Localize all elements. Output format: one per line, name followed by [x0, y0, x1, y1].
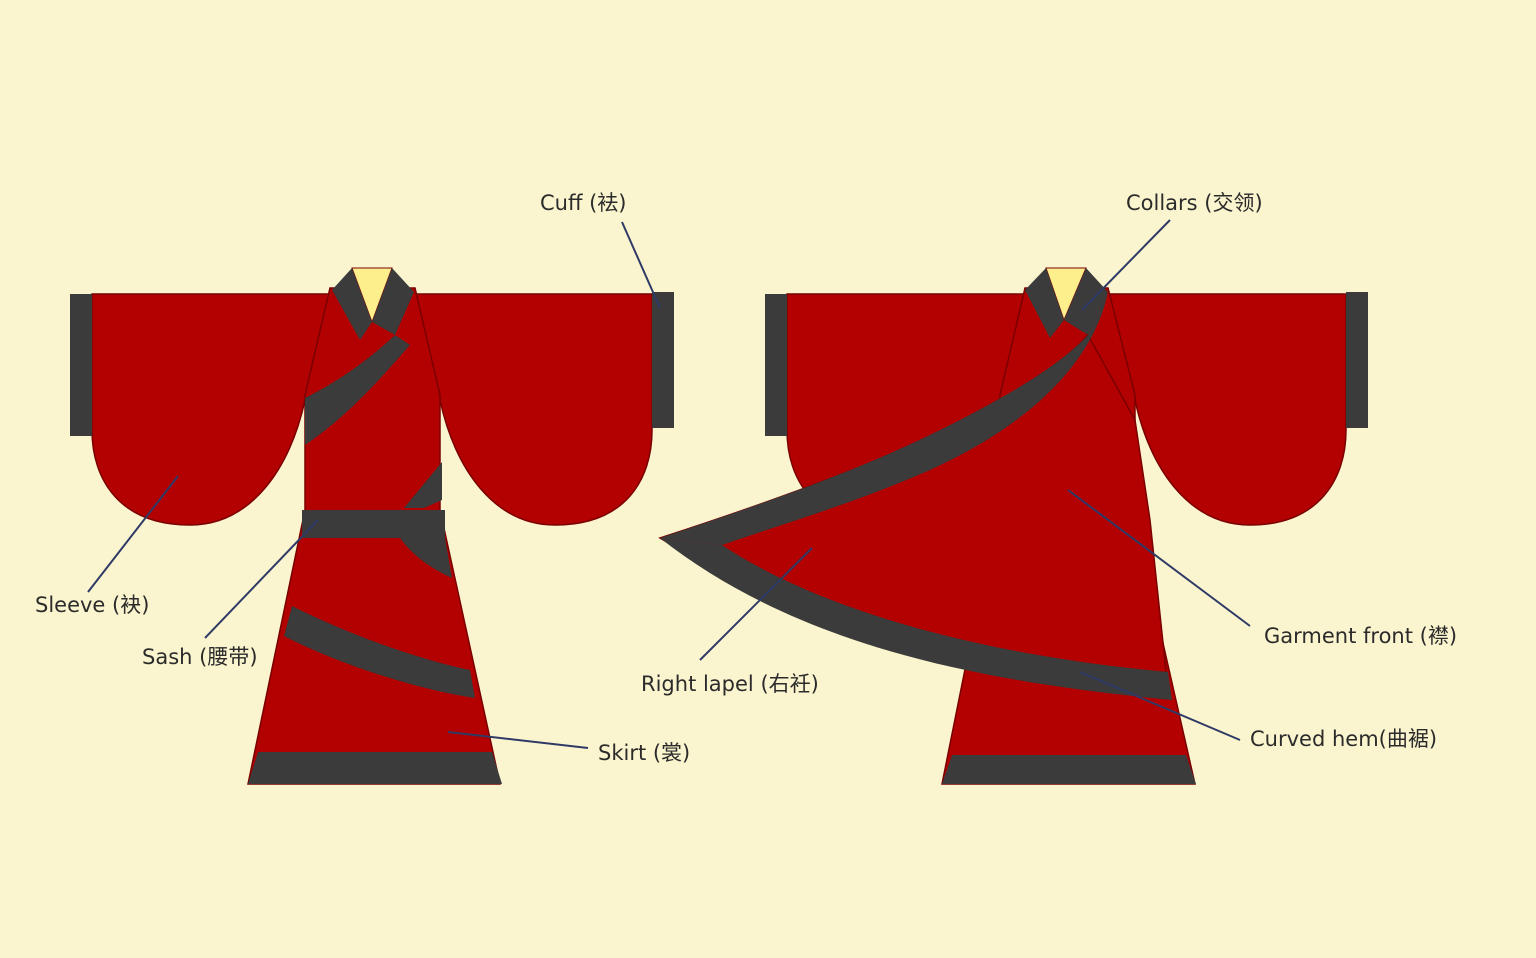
left-garment-wrap-band — [305, 335, 410, 445]
left-garment-left-cuff — [70, 294, 92, 436]
leader-right-lapel — [699, 547, 813, 661]
leader-sash — [204, 519, 319, 639]
left-garment — [70, 267, 674, 785]
right-garment-right-sleeve — [1107, 293, 1347, 526]
right-garment — [658, 267, 1368, 785]
label-right-lapel: Right lapel (右衽) — [641, 672, 819, 696]
left-garment-collar-left — [332, 268, 372, 340]
label-sleeve: Sleeve (袂) — [35, 593, 149, 617]
right-garment-right-cuff — [1346, 292, 1368, 428]
left-garment-sash — [302, 510, 445, 538]
leader-cuff — [621, 221, 661, 309]
leader-garment-front — [1067, 489, 1251, 627]
left-garment-left-sleeve — [91, 293, 331, 526]
leader-collars — [1081, 219, 1171, 311]
labels: Cuff (袪) Sleeve (袂) Sash (腰带) Skirt (裳) … — [35, 191, 1457, 765]
left-garment-skirt-band — [284, 606, 475, 698]
label-skirt: Skirt (裳) — [598, 741, 690, 765]
label-curved-hem: Curved hem(曲裾) — [1250, 727, 1437, 751]
label-collars: Collars (交领) — [1126, 191, 1263, 215]
leader-sleeve — [87, 475, 179, 593]
right-garment-collar-left — [1025, 268, 1064, 338]
right-garment-collar-right — [1064, 268, 1108, 335]
left-garment-right-cuff — [652, 292, 674, 428]
right-garment-lapel-edge-upper — [660, 292, 1108, 545]
leader-skirt — [447, 731, 589, 749]
label-cuff: Cuff (袪) — [540, 191, 627, 215]
left-garment-bottom-hem — [248, 752, 502, 784]
left-garment-diagonal-band — [404, 462, 442, 508]
right-garment-left-cuff — [765, 294, 787, 436]
left-garment-lower-wrap — [400, 538, 452, 578]
left-garment-collar-right — [372, 268, 414, 335]
right-garment-lapel-edge-lower — [660, 538, 1172, 700]
left-garment-right-sleeve — [414, 293, 653, 526]
leader-lines — [87, 219, 1251, 749]
right-garment-bottom-hem — [942, 755, 1196, 784]
label-garment-front: Garment front (襟) — [1264, 624, 1457, 648]
label-sash: Sash (腰带) — [142, 645, 258, 669]
leader-curved-hem — [1079, 671, 1241, 741]
